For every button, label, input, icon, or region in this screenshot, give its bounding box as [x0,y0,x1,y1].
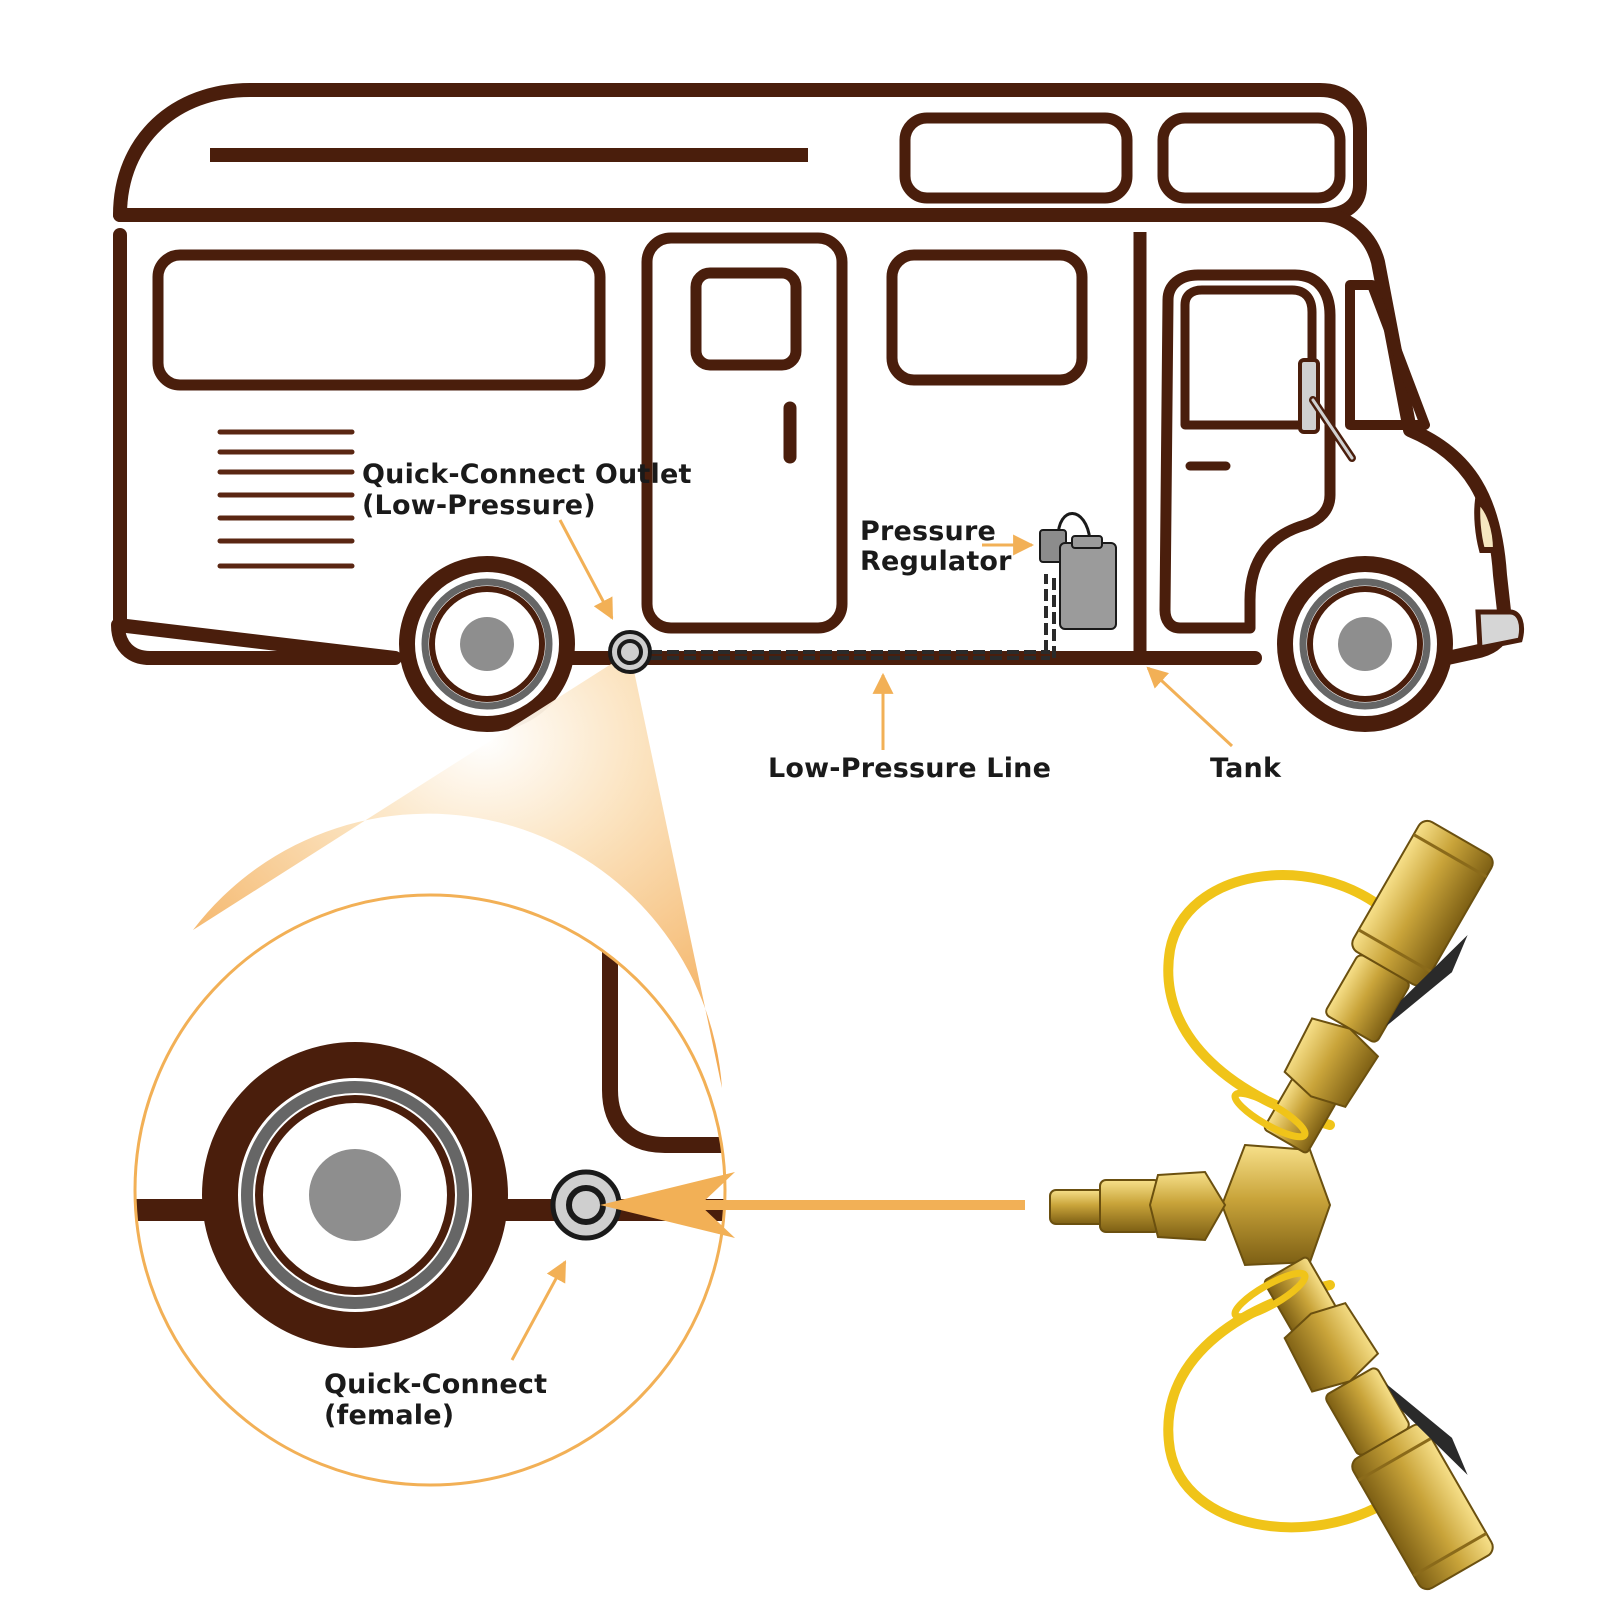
cab-window [1180,285,1317,430]
zoom-view [133,893,727,1487]
label-quick-connect-outlet-2: (Low-Pressure) [362,490,596,521]
rv-roof-details [210,112,1346,204]
tank-icon [1059,542,1117,630]
side-window-large [152,249,606,391]
roof-window-1 [899,112,1133,204]
rear-wheel [399,556,575,732]
upper-strap [1163,870,1390,1130]
side-window-middle [886,249,1088,386]
windshield [1345,280,1430,430]
label-quick-connect-female-1: Quick-Connect [324,1369,547,1400]
tank-callout-arrow [1146,666,1234,748]
side-vent [217,429,355,569]
zoom-circle-border [133,893,727,1487]
tee-body [1220,1143,1332,1267]
front-lights [1474,494,1525,652]
label-quick-connect-female-2: (female) [324,1400,454,1431]
side-mirror [1298,358,1356,462]
low-pressure-line [650,574,1056,660]
regulator-and-tank [1039,512,1117,630]
label-tank: Tank [1210,753,1282,784]
connection-arrow [600,1172,1025,1238]
label-low-pressure-line: Low-Pressure Line [768,753,1051,784]
quick-connect-outlet [608,630,652,674]
roof-window-2 [1157,112,1346,204]
brass-y-splitter-image [1049,819,1494,1591]
zoom-cone [193,652,722,1088]
entry-door [641,232,848,634]
outlet-callout-arrow [558,519,614,620]
door-window [690,267,802,371]
rv-illustration [111,83,1512,671]
rv-side-details [152,232,1430,655]
quick-connect-female-zoom [550,1169,622,1241]
label-quick-connect-outlet-1: Quick-Connect Outlet [362,459,692,490]
cab-door [1159,269,1336,634]
callout-arrows [510,519,1234,1361]
rv-roof-cap [113,83,1367,222]
female-callout-arrow [510,1260,567,1361]
label-pressure-regulator-1: Pressure [860,516,996,547]
label-pressure-regulator-2: Regulator [860,546,1012,577]
front-wheel [1277,556,1453,732]
